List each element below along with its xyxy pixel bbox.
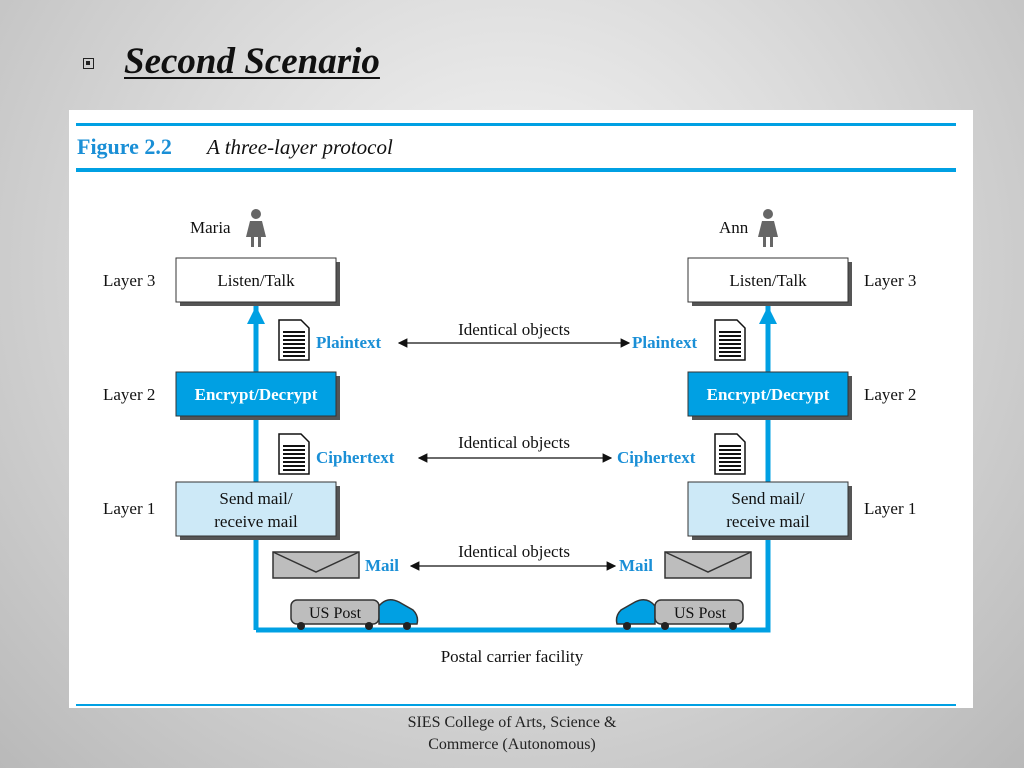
left-person-name: Maria — [190, 218, 231, 237]
person-icon — [246, 209, 266, 247]
listen-talk-box-right — [687, 257, 849, 303]
header-rule-bottom — [76, 168, 956, 172]
listen-talk-label-right: Listen/Talk — [729, 271, 807, 290]
truck-icon — [290, 599, 419, 630]
protocol-diagram: Figure 2.2 A three-layer protocol Maria … — [76, 123, 956, 706]
document-icon — [278, 319, 310, 361]
send-mail-label-left-1: Send mail/ — [219, 489, 292, 508]
listen-talk-label-left: Listen/Talk — [217, 271, 295, 290]
layer1-label-left: Layer 1 — [103, 499, 155, 518]
send-mail-label-left-2: receive mail — [214, 512, 298, 531]
us-post-label-right: US Post — [674, 605, 727, 622]
figure-number: Figure 2.2 — [77, 134, 172, 159]
layer2-label-right: Layer 2 — [864, 385, 916, 404]
send-mail-box-left — [175, 481, 337, 537]
mail-label-right: Mail — [619, 556, 653, 575]
ciphertext-label-left: Ciphertext — [316, 448, 395, 467]
send-mail-box-right — [687, 481, 849, 537]
us-post-label-left: US Post — [309, 605, 362, 622]
figure-caption: A three-layer protocol — [205, 135, 393, 159]
bullet-icon — [83, 58, 94, 69]
encrypt-decrypt-label-left: Encrypt/Decrypt — [195, 385, 318, 404]
person-icon — [758, 209, 778, 247]
plaintext-label-left: Plaintext — [316, 333, 381, 352]
header-rule-top — [76, 123, 956, 126]
document-icon — [714, 319, 746, 361]
arrow-up-icon — [759, 306, 777, 324]
figure-panel: Figure 2.2 A three-layer protocol Maria … — [69, 110, 973, 708]
identical-objects-label-ciphertext: Identical objects — [458, 433, 570, 452]
listen-talk-box-left — [175, 257, 337, 303]
layer2-label-left: Layer 2 — [103, 385, 155, 404]
send-mail-label-right-2: receive mail — [726, 512, 810, 531]
postal-facility-label: Postal carrier facility — [441, 647, 584, 666]
footer-rule — [76, 704, 956, 706]
envelope-icon — [664, 551, 752, 579]
layer3-label-left: Layer 3 — [103, 271, 155, 290]
ciphertext-label-right: Ciphertext — [617, 448, 696, 467]
mail-label-left: Mail — [365, 556, 399, 575]
send-mail-label-right-1: Send mail/ — [731, 489, 804, 508]
plaintext-label-right: Plaintext — [632, 333, 697, 352]
layer1-label-right: Layer 1 — [864, 499, 916, 518]
encrypt-decrypt-box-right — [687, 371, 849, 417]
arrow-up-icon — [247, 306, 265, 324]
identical-objects-label-mail: Identical objects — [458, 542, 570, 561]
document-icon — [278, 433, 310, 475]
truck-icon — [615, 599, 744, 630]
slide-title: Second Scenario — [124, 41, 380, 82]
encrypt-decrypt-box-left — [175, 371, 337, 417]
right-person-name: Ann — [719, 218, 749, 237]
postal-route-line — [256, 306, 771, 633]
footer-line-2: Commerce (Autonomous) — [428, 736, 596, 753]
slide-footer: SIES College of Arts, Science & Commerce… — [362, 712, 662, 756]
identical-objects-label-plaintext: Identical objects — [458, 320, 570, 339]
encrypt-decrypt-label-right: Encrypt/Decrypt — [707, 385, 830, 404]
footer-line-1: SIES College of Arts, Science & — [407, 714, 617, 731]
envelope-icon — [272, 551, 360, 579]
layer3-label-right: Layer 3 — [864, 271, 916, 290]
document-icon — [714, 433, 746, 475]
